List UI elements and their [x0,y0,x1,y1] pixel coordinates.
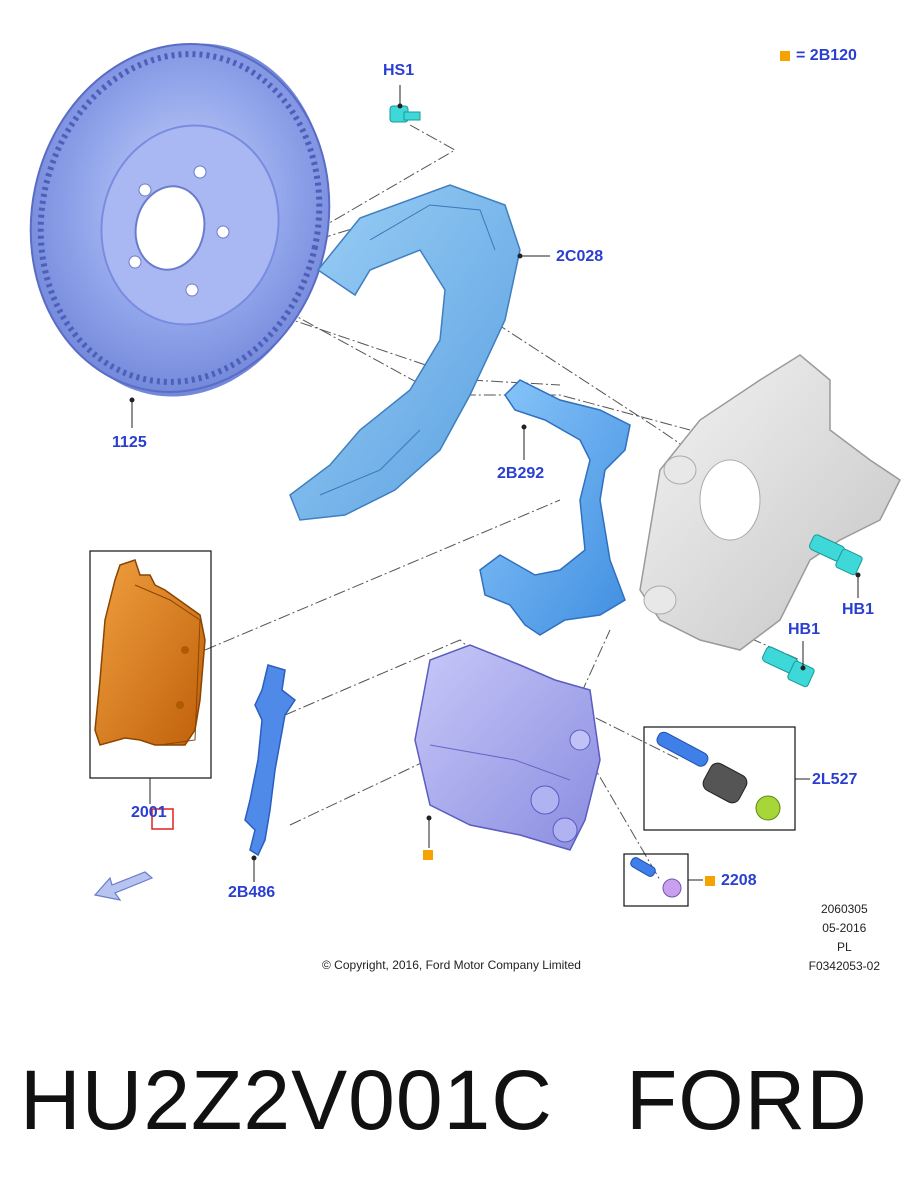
part-number: HU2Z2V001C [20,1053,553,1147]
diagram-drawing [29,43,901,907]
label-2208: 2208 [705,872,757,890]
bleeder-kit [623,853,689,907]
label-2c028: 2C028 [556,248,604,265]
caliper-bracket [479,379,631,636]
brake-caliper [414,644,601,851]
label-2208-text: 2208 [721,872,757,889]
hb1-bolt-bottom [762,646,815,688]
hb1-bolt-top [809,534,863,576]
front-direction-arrow-icon [93,871,154,901]
legend: = 2B120 [780,47,857,65]
splash-shield [289,184,521,521]
selection-highlight-box [151,808,174,830]
label-2208-marker-icon [705,875,715,886]
part-number-footer: HU2Z2V001C FORD [20,1052,868,1149]
brake-rotor [29,43,331,397]
legend-text: = 2B120 [796,47,857,64]
guide-pin-kit [643,726,796,831]
brand-name: FORD [625,1053,868,1147]
meta-date: 05-2016 [822,921,867,935]
legend-marker-icon [780,50,790,61]
label-2l527: 2L527 [812,771,858,788]
hs1-bolt [389,105,421,123]
anti-rattle-spring [244,664,297,857]
callout-leaders [129,85,861,882]
label-2b486: 2B486 [228,884,276,901]
exploded-brake-diagram: = 2B120 HS1 2C028 1125 2B292 HB1 HB1 2L5… [29,43,901,976]
meta-code: 2060305 [820,902,868,916]
label-hb1-top: HB1 [842,601,875,618]
label-2b292: 2B292 [497,465,545,482]
label-hb1-bottom: HB1 [788,621,821,638]
brake-pads [89,550,212,779]
copyright-text: © Copyright, 2016, Ford Motor Company Li… [322,958,581,972]
diagram-meta: 2060305 05-2016 PL F0342053-02 [809,900,880,976]
label-2001: 2001 [131,804,167,821]
caliper-2b120-marker [423,850,433,860]
label-1125: 1125 [112,434,147,451]
steering-knuckle [639,354,901,651]
label-hs1: HS1 [383,62,415,79]
meta-ref: F0342053-02 [808,959,880,973]
meta-lang: PL [836,940,852,954]
